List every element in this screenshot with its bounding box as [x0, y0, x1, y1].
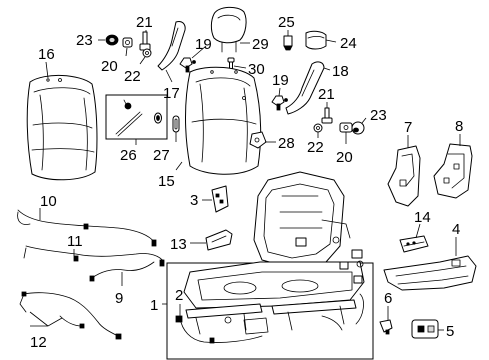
- part-19-clip-top: [179, 57, 196, 73]
- part-7-side-shield: [387, 145, 421, 207]
- callout-14: 14: [414, 209, 431, 226]
- callout-30: 30: [248, 61, 265, 78]
- leader-22-top: [139, 56, 146, 65]
- callout-27: 27: [153, 147, 170, 164]
- leader-24: [325, 39, 337, 43]
- part-24-cover-cap: [305, 30, 327, 50]
- leader-14: [415, 223, 421, 239]
- callout-22-top: 22: [124, 68, 141, 85]
- part-22-washer-right: [313, 123, 323, 133]
- leader-17: [165, 69, 173, 83]
- part-16-seat-back-cover: [26, 74, 98, 181]
- leader-19-top: [191, 45, 207, 59]
- callout-23-right: 23: [370, 107, 387, 124]
- callout-19-right: 19: [272, 72, 289, 89]
- part-23-cap-top: [105, 34, 119, 46]
- callout-20-right: 20: [336, 149, 353, 166]
- callout-1: 1: [150, 297, 158, 314]
- callout-21-right: 21: [318, 86, 335, 103]
- part-4-under-tray: [383, 255, 477, 291]
- callout-12: 12: [30, 334, 47, 351]
- part-21-bolt-right: [321, 107, 333, 124]
- callout-18: 18: [332, 63, 349, 80]
- part-29-headrest: [210, 6, 247, 53]
- part-8-side-shield: [433, 143, 473, 199]
- leader-18: [323, 67, 331, 71]
- callout-7: 7: [404, 119, 412, 136]
- part-23-cap-right: [351, 121, 365, 135]
- callout-13: 13: [170, 236, 187, 253]
- part-5-switch: [411, 319, 439, 339]
- callout-2: 2: [175, 287, 183, 304]
- part-9-cable: [89, 261, 155, 282]
- part-27-grommet: [172, 115, 180, 133]
- part-10-cable: [17, 209, 157, 247]
- part-25-clip: [283, 35, 293, 51]
- part-26-retainer-kit: [115, 99, 162, 137]
- callout-11: 11: [67, 233, 83, 250]
- part-15-seat-back-pad: [185, 66, 262, 175]
- leader-16: [45, 61, 49, 79]
- callout-25: 25: [278, 14, 295, 31]
- callout-20-top: 20: [101, 58, 118, 75]
- callout-23-top: 23: [76, 32, 93, 49]
- part-13-lever: [205, 229, 233, 251]
- part-20-nut-top: [122, 37, 133, 48]
- part-1-seat-frame: [183, 171, 365, 335]
- leader-20-top: [125, 47, 128, 57]
- callout-17: 17: [163, 85, 180, 102]
- callout-4: 4: [452, 221, 460, 238]
- callout-29: 29: [252, 36, 269, 53]
- callout-6: 6: [384, 290, 392, 307]
- part-18-side-trim: [285, 61, 325, 115]
- part-17-side-trim: [157, 21, 186, 71]
- part-20-nut-right: [339, 122, 353, 133]
- part-6-clip: [379, 319, 393, 335]
- callout-26: 26: [120, 147, 137, 164]
- part-19-clip-right: [271, 95, 288, 111]
- leader-23-right: [361, 117, 367, 124]
- callout-15: 15: [158, 173, 175, 190]
- leader-12: [29, 311, 63, 327]
- callout-8: 8: [455, 118, 463, 135]
- callout-21-top: 21: [136, 14, 153, 31]
- part-21-bolt-top: [139, 31, 151, 51]
- callout-3: 3: [190, 192, 198, 209]
- callout-9: 9: [115, 290, 123, 307]
- part-28-bracket: [249, 131, 267, 149]
- part-11-cable: [23, 245, 165, 267]
- callout-10: 10: [40, 193, 57, 210]
- callout-19-top: 19: [195, 36, 212, 53]
- leader-19-right: [278, 87, 281, 97]
- part-3-bracket: [211, 185, 229, 213]
- part-26-box: [105, 94, 168, 140]
- callout-22-right: 22: [307, 139, 324, 156]
- part-22-washer-top: [142, 48, 152, 58]
- leader-15: [175, 161, 183, 171]
- leader-30: [233, 65, 247, 69]
- callout-24: 24: [340, 35, 357, 52]
- callout-5: 5: [446, 323, 454, 340]
- part-14-connector: [399, 235, 429, 253]
- callout-16: 16: [38, 46, 55, 63]
- callout-28: 28: [278, 135, 295, 152]
- part-12-cable: [19, 291, 122, 340]
- part-2-harness: [175, 315, 263, 344]
